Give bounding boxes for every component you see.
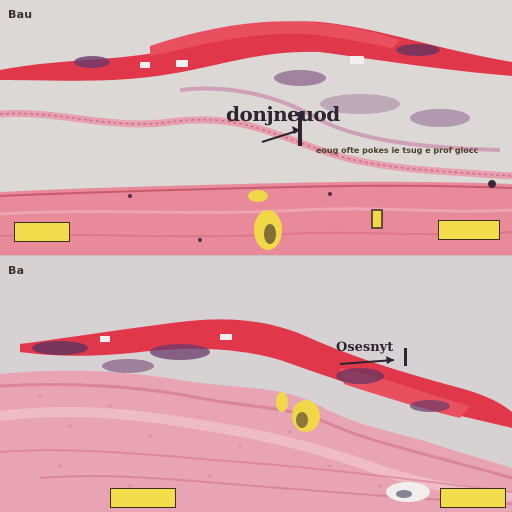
annotation-caption: eoug ofte pokes ie tsug e prof glocc [316,146,479,155]
yellow-label-box [438,220,500,240]
annotation-label: donjneuod [226,102,340,126]
panel-label: Bau [8,8,33,21]
tissue-section-bottom [0,319,512,512]
panel-label: Ba [8,264,25,277]
tissue-section-top [0,21,512,256]
yellow-label-box [440,488,506,508]
yellow-label-box [14,222,70,242]
yellow-label-box [110,488,176,508]
histology-panel-bottom: Ba Osesnyt [0,256,512,512]
histology-panel-top: Bau donjneuod eoug ofte pokes ie tsug e … [0,8,512,256]
annotation-label: Osesnyt [336,340,394,355]
